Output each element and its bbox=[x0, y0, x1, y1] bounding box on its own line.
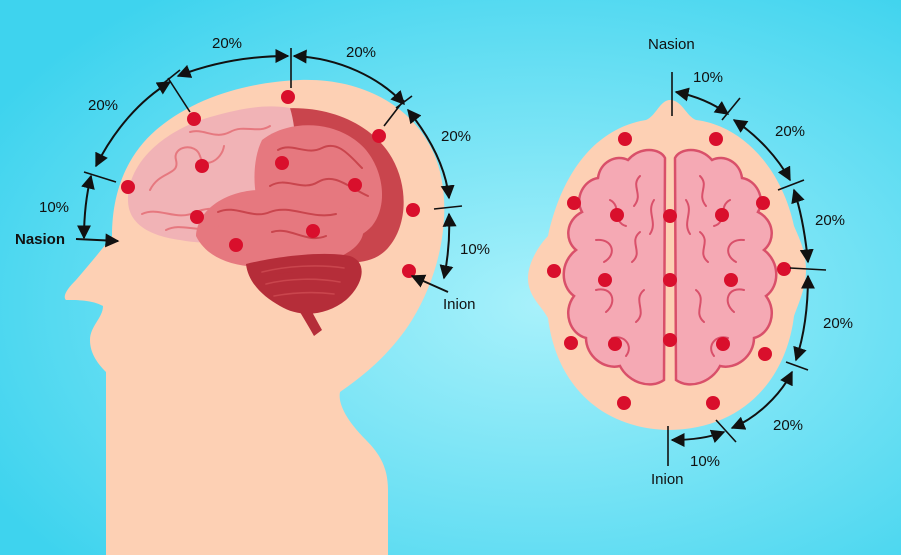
electrode bbox=[229, 238, 243, 252]
electrode bbox=[187, 112, 201, 126]
electrode bbox=[372, 129, 386, 143]
label-mid-upper-20: 20% bbox=[815, 212, 845, 229]
electrode bbox=[617, 396, 631, 410]
electrode bbox=[663, 273, 677, 287]
electrode bbox=[306, 224, 320, 238]
label-mid-lower-20: 20% bbox=[823, 315, 853, 332]
label-bottom-10: 10% bbox=[690, 453, 720, 470]
electrode bbox=[190, 210, 204, 224]
electrode bbox=[724, 273, 738, 287]
label-top-right: 20% bbox=[346, 44, 376, 61]
electrode bbox=[195, 159, 209, 173]
label-back-mid: 20% bbox=[441, 128, 471, 145]
electrode bbox=[547, 264, 561, 278]
label-top-10: 10% bbox=[693, 69, 723, 86]
electrode bbox=[610, 208, 624, 222]
label-nasion-top: Nasion bbox=[648, 36, 695, 53]
electrode bbox=[777, 262, 791, 276]
electrode bbox=[121, 180, 135, 194]
label-back-bottom: 10% bbox=[460, 241, 490, 258]
electrode bbox=[564, 336, 578, 350]
label-inion-top: Inion bbox=[651, 471, 684, 488]
electrode bbox=[758, 347, 772, 361]
electrode bbox=[598, 273, 612, 287]
label-upper-20: 20% bbox=[775, 123, 805, 140]
electrode bbox=[709, 132, 723, 146]
electrode bbox=[608, 337, 622, 351]
electrode bbox=[618, 132, 632, 146]
electrode bbox=[716, 337, 730, 351]
electrode bbox=[275, 156, 289, 170]
label-top-left: 20% bbox=[212, 35, 242, 52]
label-lower-20: 20% bbox=[773, 417, 803, 434]
electrode bbox=[715, 208, 729, 222]
electrode bbox=[567, 196, 581, 210]
electrode bbox=[406, 203, 420, 217]
label-nasion-side: Nasion bbox=[15, 231, 65, 248]
electrode bbox=[756, 196, 770, 210]
electrode bbox=[706, 396, 720, 410]
electrode bbox=[663, 209, 677, 223]
label-front-bottom: 10% bbox=[39, 199, 69, 216]
electrode bbox=[663, 333, 677, 347]
electrode bbox=[281, 90, 295, 104]
electrode bbox=[348, 178, 362, 192]
label-inion-side: Inion bbox=[443, 296, 476, 313]
label-front-mid: 20% bbox=[88, 97, 118, 114]
